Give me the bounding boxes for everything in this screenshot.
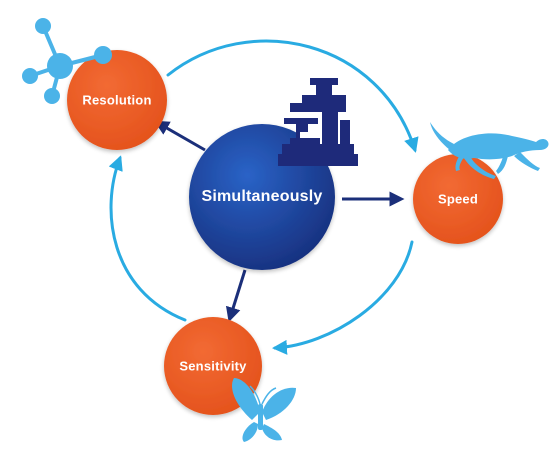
cycle-arrows	[108, 39, 419, 355]
molecule-icon	[22, 18, 112, 104]
cycle-arrow-resolution-to-speed	[166, 39, 419, 153]
butterfly-icon	[232, 378, 296, 442]
pointer-arrows	[154, 120, 405, 323]
speed-node	[413, 154, 503, 244]
resolution-node	[67, 50, 167, 150]
cheetah-icon	[430, 122, 549, 179]
center-label: Simultaneously	[201, 188, 323, 205]
cycle-arrow-sensitivity-to-resolution	[108, 155, 187, 322]
pointer-arrow-to-sensitivity	[225, 269, 247, 323]
pointer-arrow-to-resolution	[154, 120, 206, 152]
microscope-icon	[278, 78, 358, 166]
cycle-arrow-speed-to-sensitivity	[272, 240, 414, 355]
resolution-label: Resolution	[82, 92, 152, 108]
sensitivity-label: Sensitivity	[179, 358, 247, 374]
speed-label: Speed	[437, 191, 479, 207]
